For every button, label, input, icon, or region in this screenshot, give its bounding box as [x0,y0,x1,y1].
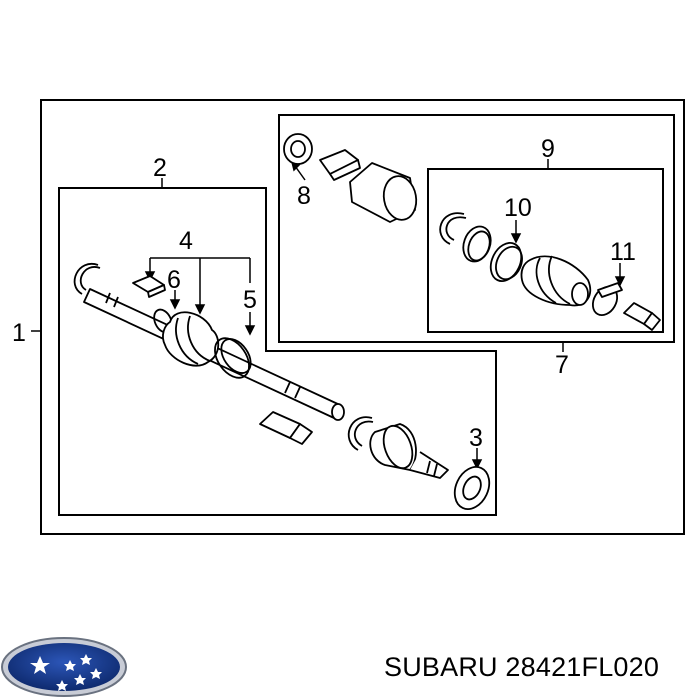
boot-kit-frame [427,168,664,333]
inner-joint-housing-lower [369,423,449,479]
shaft-assembly-frame [58,187,497,516]
boot-band-11 [591,282,623,317]
leader-lines [31,159,626,470]
outer-frame [40,99,685,535]
callout-7: 7 [555,351,569,379]
washer-3 [453,466,491,510]
callout-10: 10 [504,194,532,222]
left-circlip [73,262,101,295]
inner-circlip [347,416,374,451]
subaru-logo-icon [1,637,127,697]
boot-kit-circlip [439,212,467,245]
callout-8: 8 [297,182,311,210]
callout-6: 6 [167,266,181,294]
boot-band-10 [489,242,523,282]
inner-joint-frame [278,114,675,343]
callout-numbers: 1 2 3 4 5 6 7 8 9 10 11 [12,135,636,452]
callout-3: 3 [469,424,483,452]
part-caption: SUBARU 28421FL020 [384,652,660,682]
inner-boot [520,255,592,307]
callout-2: 2 [153,154,167,182]
large-band-clamp [214,337,250,379]
callout-1: 1 [12,319,26,347]
callout-4: 4 [179,227,193,255]
grease-tube-lower [259,411,313,445]
callout-5: 5 [243,286,257,314]
callout-11: 11 [610,238,636,266]
grease-tube-right [623,302,661,331]
grease-tube-upper [132,275,166,298]
outer-boot [162,311,220,367]
inner-joint-housing-upper [319,149,418,223]
callout-9: 9 [541,135,555,163]
washer-8 [283,133,313,165]
